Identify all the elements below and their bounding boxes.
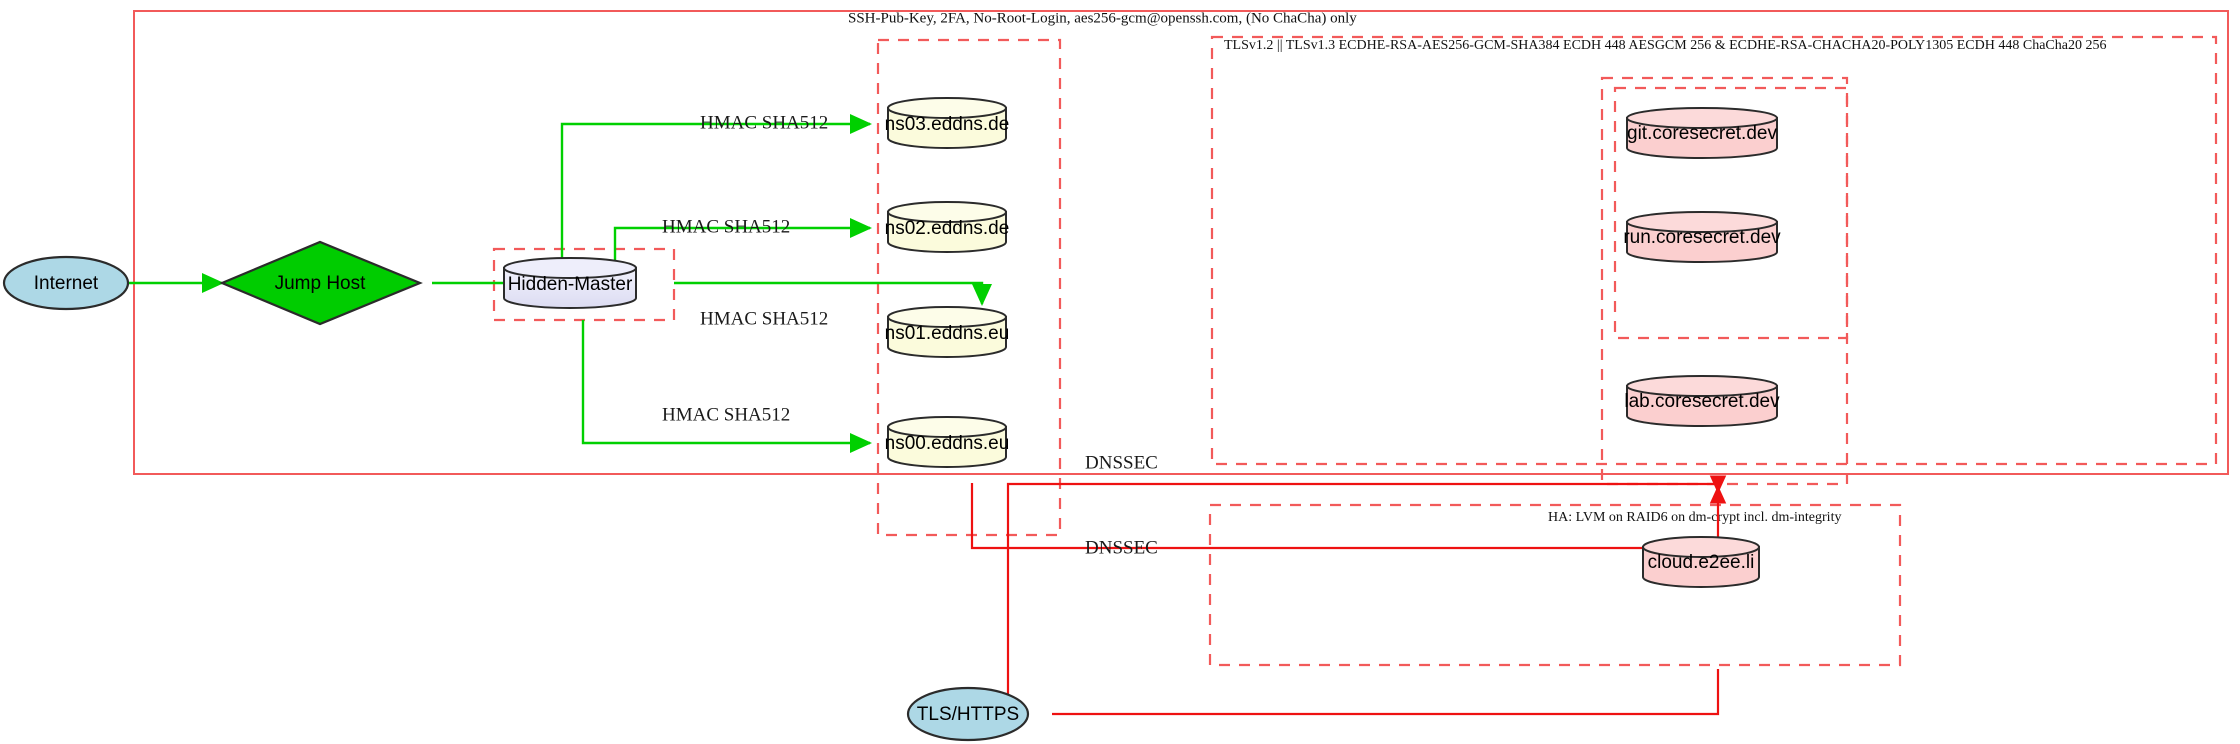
edge-tls-https-to-ha — [1052, 669, 1720, 716]
node-ns03-label: ns03.eddns.de — [885, 114, 1010, 135]
boundary-dns-zone — [876, 38, 1062, 537]
node-hidden-master-label: Hidden-Master — [508, 274, 633, 295]
node-jump-host-label: Jump Host — [275, 273, 367, 294]
boundary-tls-zone-label: TLSv1.2 || TLSv1.3 ECDHE-RSA-AES256-GCM-… — [1224, 38, 2106, 53]
node-tls-https-label: TLS/HTTPS — [917, 704, 1019, 725]
edge-label-hmac-ns01: HMAC SHA512 — [700, 308, 828, 329]
node-ns01-label: ns01.eddns.eu — [885, 323, 1010, 344]
edge-hidden-master-to-ns00 — [581, 320, 872, 453]
edge-hidden-master-to-ns02 — [613, 218, 872, 262]
node-ns02[interactable]: ns02.eddns.de — [885, 201, 1010, 253]
boundary-ha-zone-label: HA: LVM on RAID6 on dm-crypt incl. dm-in… — [1548, 510, 1841, 525]
node-ns02-label: ns02.eddns.de — [885, 218, 1010, 239]
boundary-tls-zone: TLSv1.2 || TLSv1.3 ECDHE-RSA-AES256-GCM-… — [1210, 35, 2218, 466]
node-cloud-e2ee[interactable]: cloud.e2ee.li — [1642, 536, 1760, 588]
edge-label-hmac-ns02: HMAC SHA512 — [662, 216, 790, 237]
node-git-coresecret[interactable]: git.coresecret.dev — [1626, 107, 1778, 159]
edge-label-hmac-ns03: HMAC SHA512 — [700, 112, 828, 133]
node-internet[interactable]: Internet — [2, 255, 130, 311]
node-lab-coresecret[interactable]: lab.coresecret.dev — [1624, 375, 1780, 427]
edge-dnssec-lower — [970, 483, 1727, 550]
node-tls-https[interactable]: TLS/HTTPS — [906, 686, 1030, 742]
edge-label-dnssec-upper: DNSSEC — [1085, 452, 1158, 473]
node-ns00-label: ns00.eddns.eu — [885, 433, 1010, 454]
edge-label-dnssec-lower: DNSSEC — [1085, 537, 1158, 558]
edge-hidden-master-to-ns01 — [674, 281, 992, 306]
node-jump-host[interactable]: Jump Host — [219, 240, 423, 326]
boundary-ssh-zone: SSH-Pub-Key, 2FA, No-Root-Login, aes256-… — [133, 10, 2229, 475]
node-lab-coresecret-label: lab.coresecret.dev — [1624, 391, 1780, 412]
edge-label-hmac-ns00: HMAC SHA512 — [662, 404, 790, 425]
node-ns01[interactable]: ns01.eddns.eu — [885, 306, 1010, 358]
tls-links — [970, 475, 1727, 716]
node-internet-label: Internet — [34, 273, 99, 294]
node-ns00[interactable]: ns00.eddns.eu — [885, 416, 1010, 468]
boundary-ha-zone: HA: LVM on RAID6 on dm-crypt incl. dm-in… — [1208, 503, 1902, 667]
node-cloud-e2ee-label: cloud.e2ee.li — [1648, 552, 1755, 573]
edge-labels: HMAC SHA512 HMAC SHA512 HMAC SHA512 HMAC… — [662, 112, 1158, 558]
node-run-coresecret-label: run.coresecret.dev — [1623, 227, 1781, 248]
boundary-ssh-zone-label: SSH-Pub-Key, 2FA, No-Root-Login, aes256-… — [848, 10, 1357, 26]
edge-hidden-master-to-ns03 — [560, 114, 872, 262]
node-hidden-master[interactable]: Hidden-Master — [503, 257, 637, 309]
node-git-coresecret-label: git.coresecret.dev — [1627, 123, 1777, 144]
node-run-coresecret[interactable]: run.coresecret.dev — [1623, 211, 1781, 263]
node-ns03[interactable]: ns03.eddns.de — [885, 97, 1010, 149]
